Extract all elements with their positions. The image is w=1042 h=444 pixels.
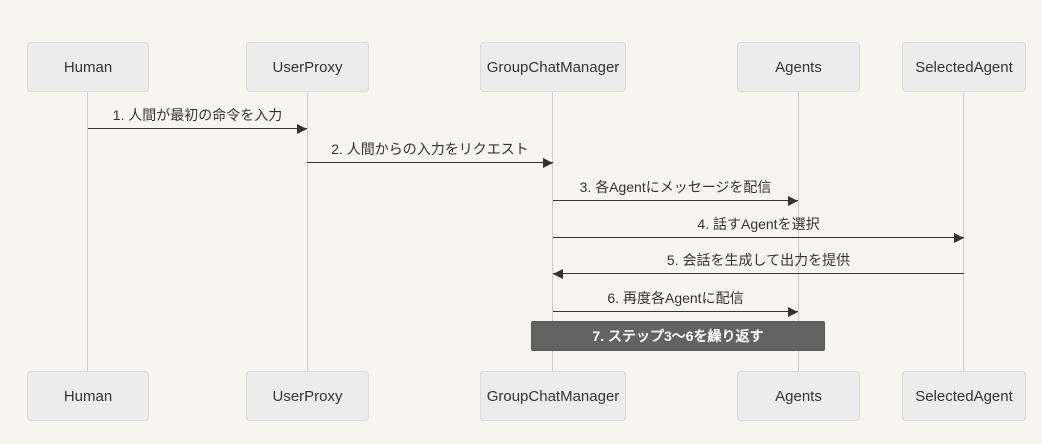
message-label: 6. 再度各Agentに配信 [607, 290, 744, 306]
message-5: 5. 会話を生成して出力を提供 [553, 252, 964, 279]
actor-human-top: Human [27, 42, 149, 92]
arrowhead-icon [297, 124, 307, 134]
actor-label: GroupChatManager [486, 58, 620, 76]
actor-label: UserProxy [272, 387, 343, 405]
message-label: 5. 会話を生成して出力を提供 [666, 252, 851, 268]
lifeline-agents [798, 92, 799, 371]
actor-selectedagent-top: SelectedAgent [902, 42, 1026, 92]
actor-human-bottom: Human [27, 371, 149, 421]
lifeline-selectedagent [963, 92, 964, 371]
actor-groupchatmanager-top: GroupChatManager [480, 42, 626, 92]
actor-label: UserProxy [272, 58, 343, 76]
actor-userproxy-top: UserProxy [246, 42, 369, 92]
message-3: 3. 各Agentにメッセージを配信 [553, 179, 798, 206]
actor-selectedagent-bottom: SelectedAgent [902, 371, 1026, 421]
arrowhead-icon [954, 233, 964, 243]
actor-agents-bottom: Agents [737, 371, 860, 421]
message-2: 2. 人間からの入力をリクエスト [307, 141, 553, 168]
lifeline-groupchatmanager [552, 92, 553, 371]
arrowhead-icon [788, 307, 798, 317]
message-label: 3. 各Agentにメッセージを配信 [579, 179, 772, 195]
message-label: 2. 人間からの入力をリクエスト [331, 141, 529, 157]
actor-label: Agents [775, 387, 822, 405]
arrowhead-icon [543, 158, 553, 168]
lifeline-human [87, 92, 88, 371]
message-4: 4. 話すAgentを選択 [553, 216, 964, 243]
arrowhead-icon [553, 269, 563, 279]
arrowhead-icon [788, 196, 798, 206]
actor-label: Agents [775, 58, 822, 76]
lifeline-userproxy [307, 92, 308, 371]
actor-label: Human [63, 387, 113, 405]
actor-userproxy-bottom: UserProxy [246, 371, 369, 421]
actor-label: GroupChatManager [486, 387, 620, 405]
actor-label: SelectedAgent [915, 387, 1013, 405]
message-6: 6. 再度各Agentに配信 [553, 290, 798, 317]
actor-label: SelectedAgent [915, 58, 1013, 76]
message-label: 4. 話すAgentを選択 [697, 216, 820, 232]
message-1: 1. 人間が最初の命令を入力 [88, 107, 307, 134]
actor-groupchatmanager-bottom: GroupChatManager [480, 371, 626, 421]
note-label: 7. ステップ3〜6を繰り返す [592, 328, 764, 344]
message-label: 1. 人間が最初の命令を入力 [112, 107, 283, 123]
loop-note: 7. ステップ3〜6を繰り返す [531, 321, 825, 351]
actor-label: Human [63, 58, 113, 76]
actor-agents-top: Agents [737, 42, 860, 92]
